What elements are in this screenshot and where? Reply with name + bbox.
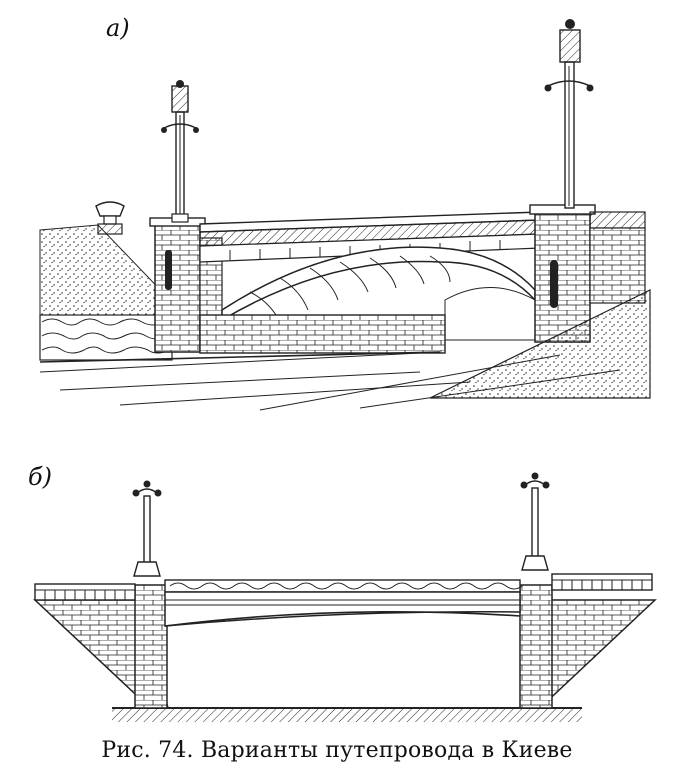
road-a — [39, 351, 621, 411]
right-railing-b — [551, 573, 653, 591]
panel-a-drawing — [39, 19, 651, 411]
left-lamp-post — [161, 80, 199, 223]
panel-b-drawing — [33, 472, 657, 722]
right-embankment — [429, 289, 651, 399]
left-railing-b — [34, 583, 136, 601]
ground-b — [112, 707, 582, 722]
right-lamp-b — [520, 472, 550, 571]
right-abutment-b — [519, 584, 657, 709]
figure-caption: Рис. 74. Варианты путепровода в Киеве — [101, 738, 573, 763]
abutment-wall-a — [199, 314, 446, 354]
panel-b-label: б) — [28, 463, 53, 491]
arch-a — [221, 246, 536, 341]
left-abutment-b — [33, 584, 169, 709]
right-lamp-post — [544, 19, 594, 209]
right-pier — [529, 204, 596, 343]
bridge-deck-b — [164, 591, 521, 627]
left-lamp-b — [132, 480, 162, 577]
panel-a-label: а) — [106, 14, 130, 42]
right-parapet — [589, 211, 646, 304]
left-embankment — [39, 201, 173, 361]
ornamental-railing-b — [164, 579, 523, 593]
